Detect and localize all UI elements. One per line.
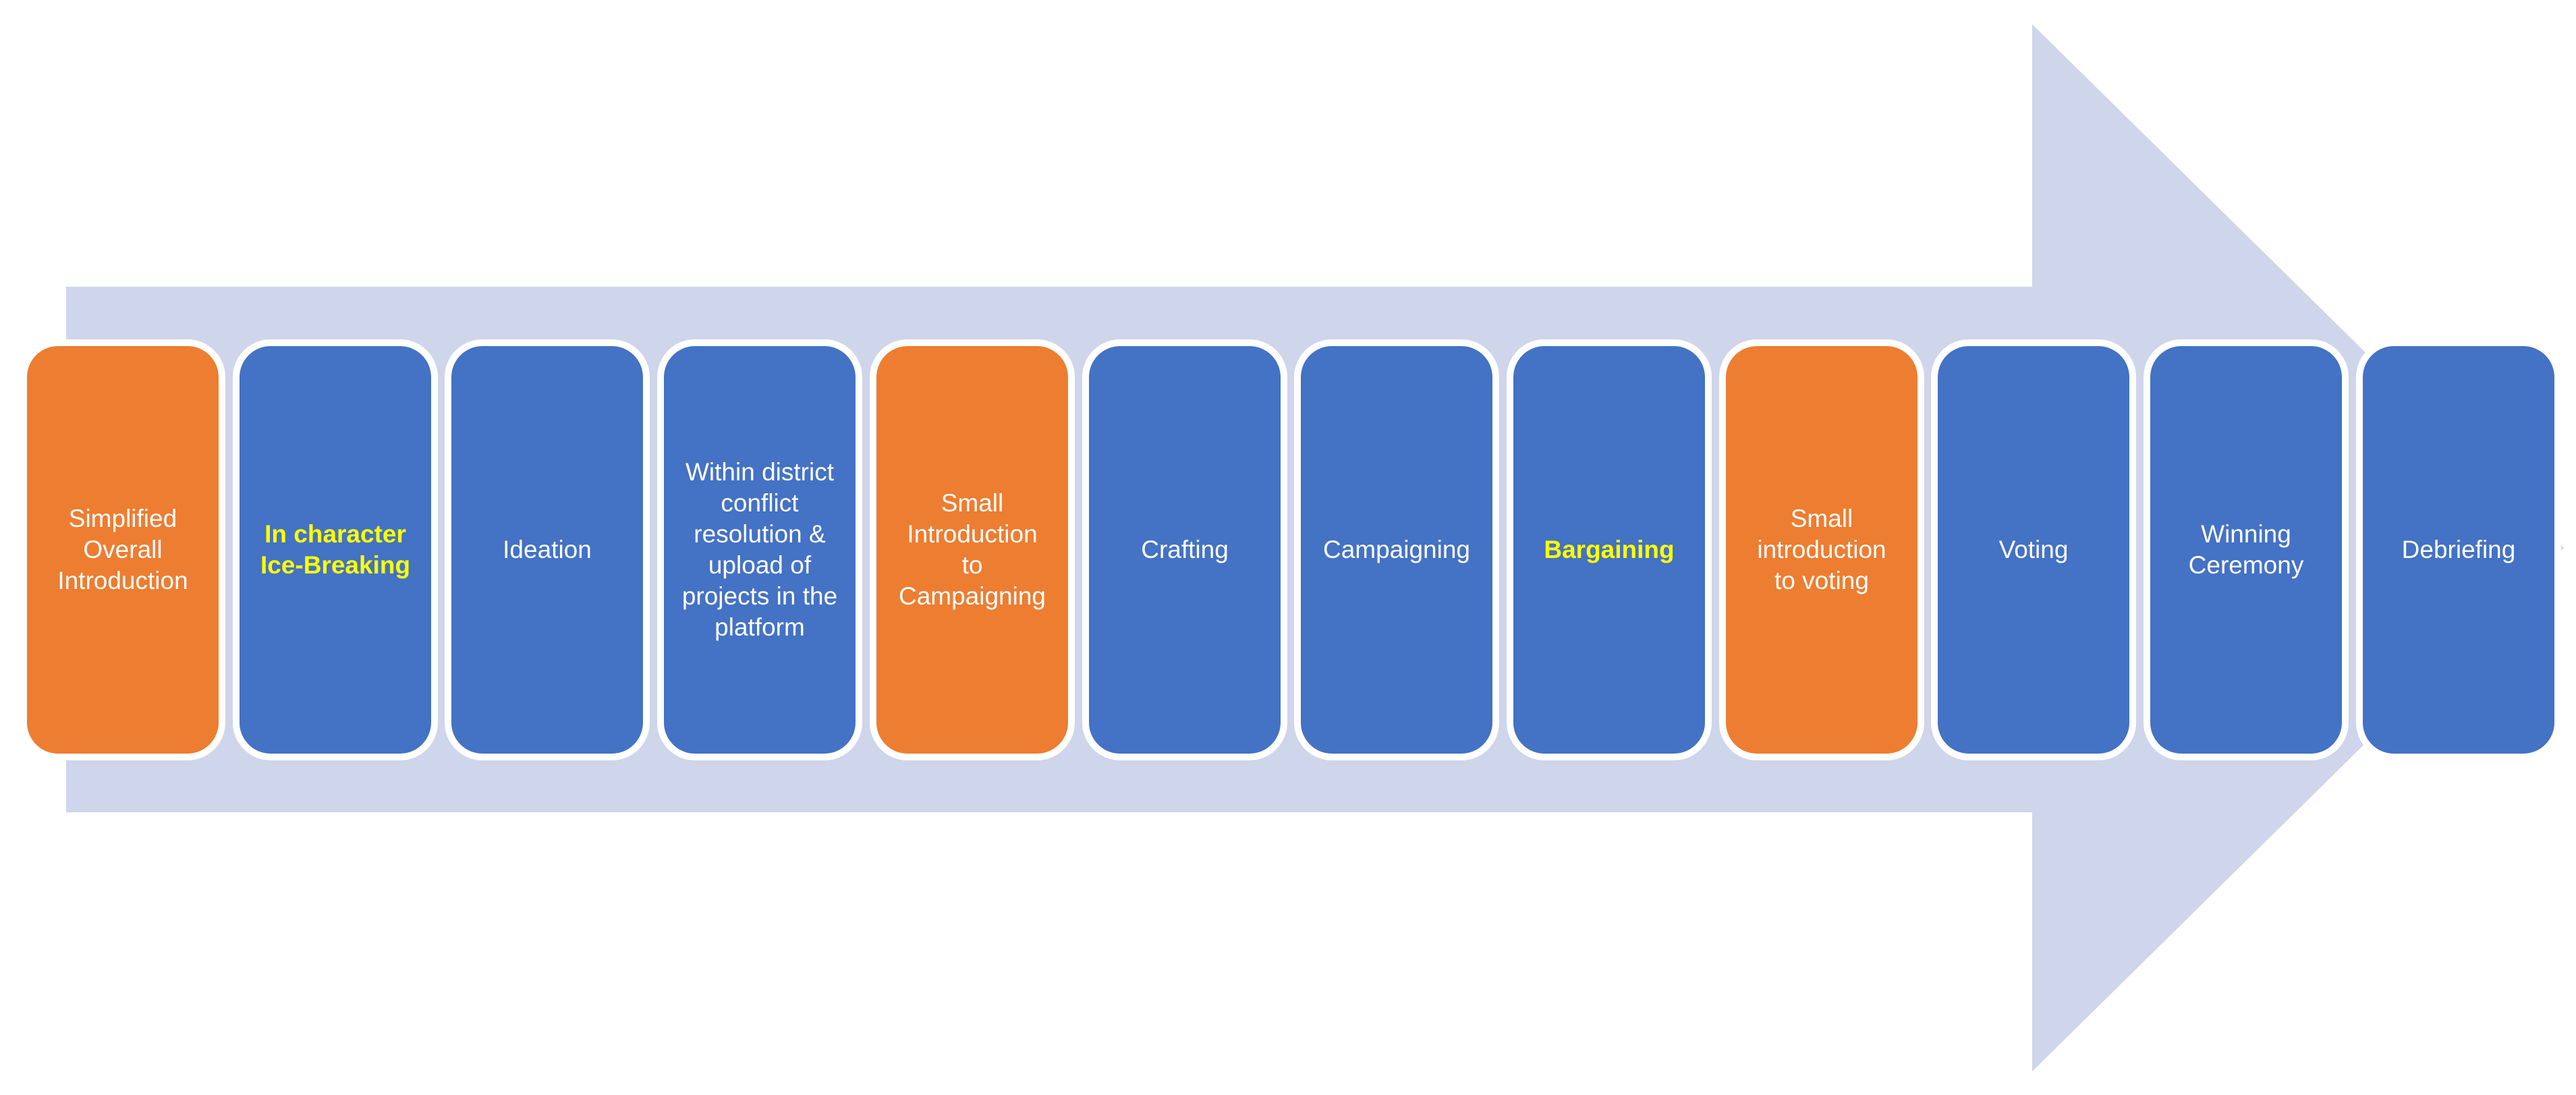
step-label: Debriefing: [2401, 536, 2516, 563]
step-label: Within district conflict resolution & up…: [681, 458, 838, 641]
step-label: In character Ice-Breaking: [260, 520, 411, 579]
step-4: Within district conflict resolution & up…: [657, 339, 862, 760]
step-label: Ideation: [503, 536, 592, 563]
step-label: Small Introduction to Campaigning: [898, 489, 1046, 610]
step-6: Crafting: [1082, 339, 1287, 760]
step-12: Debriefing: [2356, 339, 2561, 760]
step-5: Small Introduction to Campaigning: [870, 339, 1075, 760]
step-7: Campaigning: [1294, 339, 1499, 760]
step-label: Voting: [1998, 536, 2069, 563]
step-label: Small introduction to voting: [1757, 505, 1886, 594]
step-9: Small introduction to voting: [1719, 339, 1924, 760]
step-label: Simplified Overall Introduction: [57, 505, 188, 594]
step-label: Winning Ceremony: [2188, 520, 2304, 579]
step-10: Voting: [1931, 339, 2136, 760]
step-1: Simplified Overall Introduction: [20, 339, 225, 760]
step-label: Campaigning: [1322, 536, 1471, 563]
step-label: Crafting: [1141, 536, 1229, 563]
step-11: Winning Ceremony: [2144, 339, 2349, 760]
step-2: In character Ice-Breaking: [233, 339, 438, 760]
step-8: Bargaining: [1507, 339, 1712, 760]
step-label: Bargaining: [1544, 536, 1675, 563]
step-3: Ideation: [445, 339, 650, 760]
